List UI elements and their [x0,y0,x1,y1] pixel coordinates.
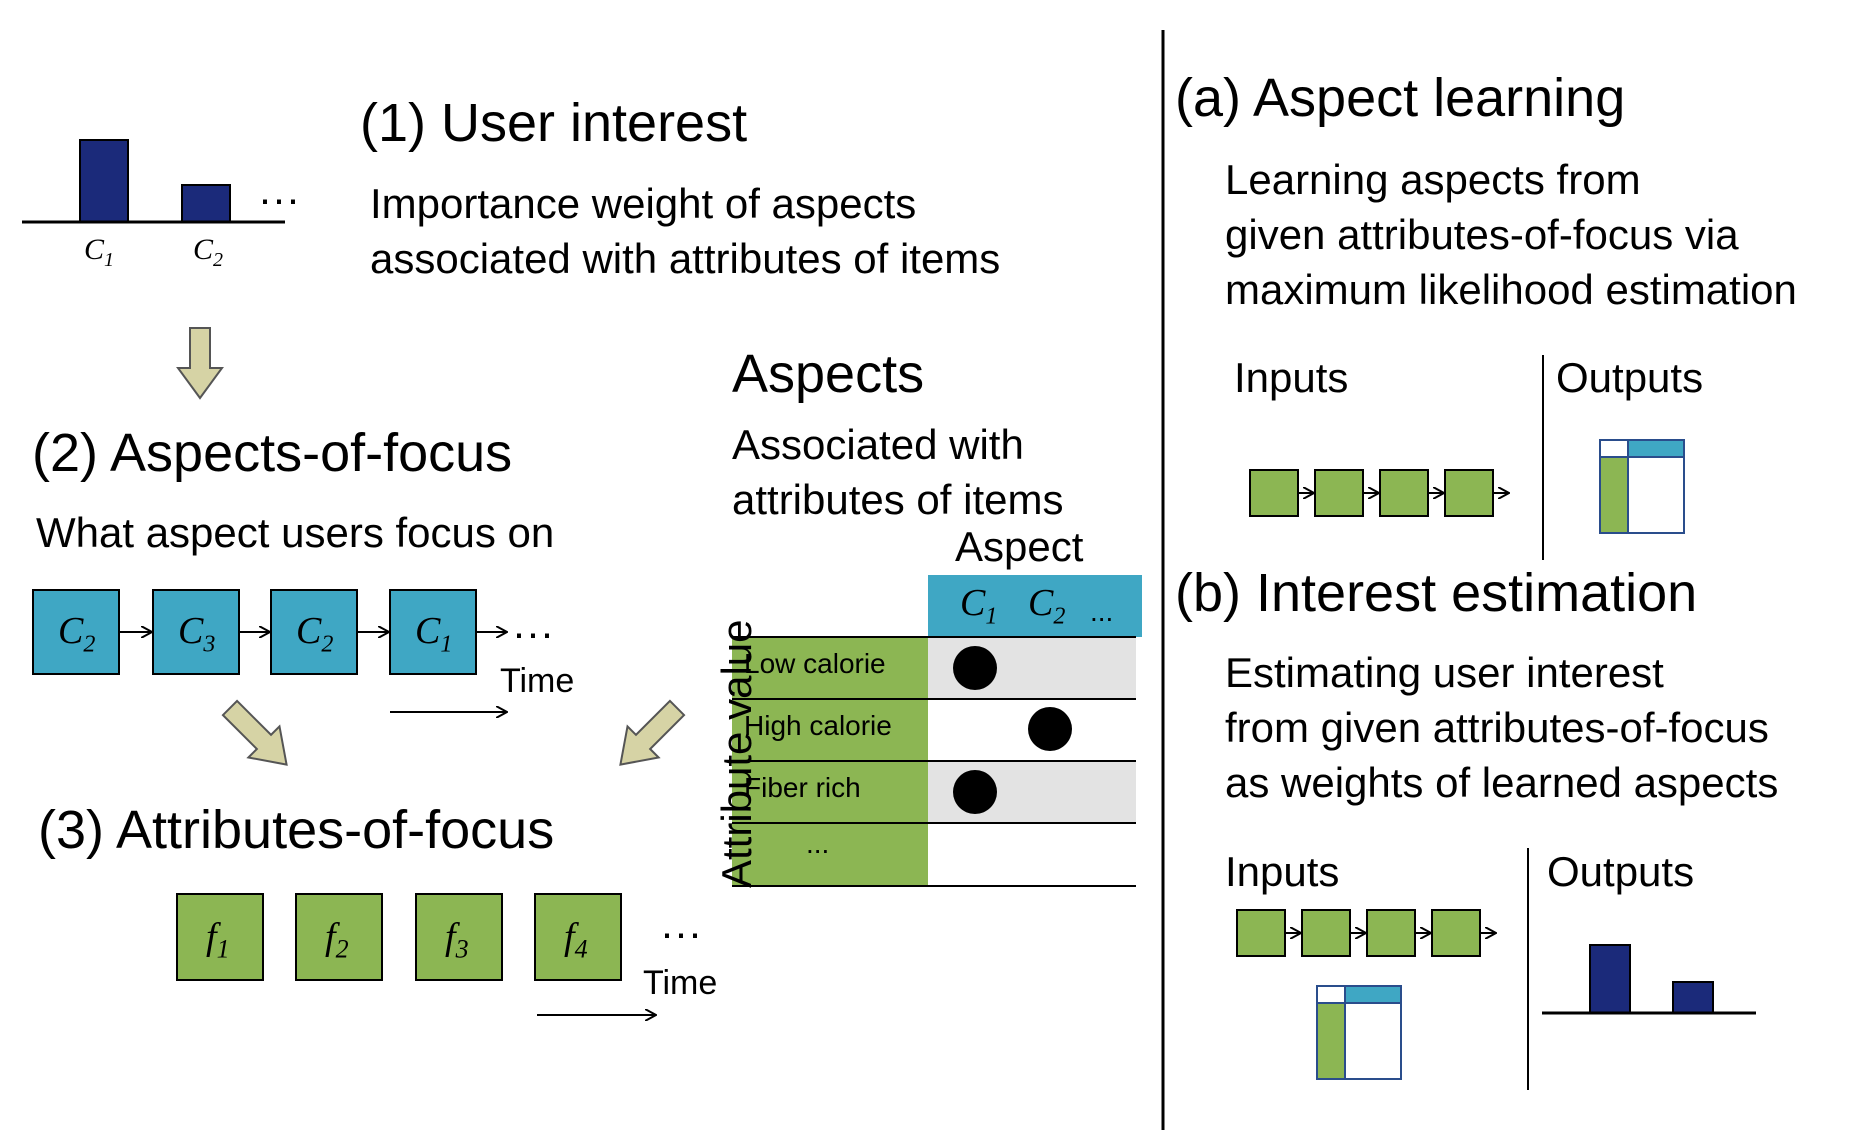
output-bar-1 [1589,944,1631,1014]
aspects-desc-line2: attributes of items [732,476,1064,523]
aspect-learning-desc-line2: given attributes-of-focus via [1225,211,1739,258]
aspects-table [732,575,1142,887]
aspect-sequence-ellipsis: ··· [512,609,554,656]
user-interest-title: (1) User interest [360,93,748,153]
attribute-box [295,893,383,981]
interest-estimation-inputs-label: Inputs [1225,848,1340,895]
aspect-time-label: Time [500,662,575,700]
table-row-label: ... [806,828,830,859]
table-row-label: High calorie [744,710,892,741]
aspects-of-focus-desc: What aspect users focus on [36,509,555,556]
attribute-box [534,893,622,981]
interest-estimation-inputs-icon [1236,909,1495,957]
user-interest-desc-line1: Importance weight of aspects [370,180,917,227]
attribute-sequence-ellipsis: ··· [660,909,702,956]
attribute-box-label: f2 [325,916,349,964]
user-interest-desc-line2: associated with attributes of items [370,235,1001,282]
table-mark-dot [953,770,997,814]
user-interest-ellipsis: ··· [258,175,300,222]
aspect-learning-title: (a) Aspect learning [1175,68,1626,128]
interest-estimation-title: (b) Interest estimation [1175,563,1698,623]
attribute-box [176,893,264,981]
interest-estimation-outputs-label: Outputs [1547,848,1695,895]
aspect-box-label: C2 [58,610,96,658]
interest-estimation-desc-line1: Estimating user interest [1225,649,1664,696]
table-column-c2: C2 [1028,582,1066,630]
aspect-learning-outputs-icon [1599,439,1685,534]
block-arrow-diag-right [619,699,686,766]
attribute-box-label: f1 [206,916,230,964]
table-column-header [928,575,1142,637]
user-interest-bar-c1 [79,139,129,223]
aspect-box [389,589,477,675]
table-mark-dot [953,646,997,690]
table-mark-dot [1028,707,1072,751]
table-row-label: Low calorie [744,648,886,679]
attribute-time-label: Time [643,964,718,1002]
aspects-of-focus-title: (2) Aspects-of-focus [32,423,513,483]
block-arrow-down [176,327,224,400]
aspect-box-label: C3 [178,610,216,658]
attribute-box-label: f4 [564,916,588,964]
aspect-learning-desc-line1: Learning aspects from [1225,156,1641,203]
bar-label-c1: C1 [84,233,115,271]
interest-estimation-aspects-icon [1316,985,1402,1080]
table-column-c1: C1 [960,582,998,630]
aspects-desc-line1: Associated with [732,421,1024,468]
block-arrow-diag-left [221,699,288,766]
bar-label-c2: C2 [193,233,224,271]
aspect-learning-inputs-icon [1249,469,1508,517]
attribute-sequence [176,893,655,1015]
aspects-title: Aspects [732,344,925,404]
aspect-learning-inputs-label: Inputs [1234,354,1349,401]
aspect-learning-desc-line3: maximum likelihood estimation [1225,266,1797,313]
interest-estimation-output-chart [1542,944,1756,1015]
table-column-ellipsis: ... [1090,596,1114,627]
table-row-label: Fiber rich [744,772,861,803]
user-interest-bar-c2 [181,184,231,223]
attributes-of-focus-title: (3) Attributes-of-focus [38,800,555,860]
aspect-sequence [32,589,506,712]
aspect-box-label: C2 [296,610,334,658]
interest-estimation-desc-line2: from given attributes-of-focus [1225,704,1769,751]
output-bar-2 [1672,981,1714,1014]
aspect-column-header: Aspect [955,523,1084,570]
aspect-learning-outputs-label: Outputs [1556,354,1704,401]
attribute-box-label: f3 [445,916,469,964]
attribute-box [415,893,503,981]
interest-estimation-desc-line3: as weights of learned aspects [1225,759,1779,806]
user-interest-chart [22,139,285,224]
aspect-box-label: C1 [415,610,453,658]
